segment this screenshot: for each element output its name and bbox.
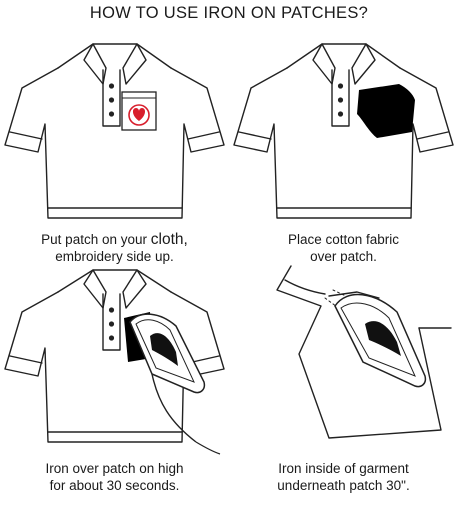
page-title: HOW TO USE IRON ON PATCHES? — [89, 4, 369, 22]
polo-shirt-icon — [4, 43, 225, 219]
step-1-panel: Put patch on your cloth, embroidery side… — [0, 28, 229, 273]
step-2-caption: Place cotton fabric over patch. — [287, 232, 400, 264]
heart-patch-icon — [121, 91, 157, 131]
step-1-caption: Put patch on your cloth, embroidery side… — [41, 231, 188, 264]
iron-icon — [334, 293, 427, 388]
step-3-caption: Iron over patch on high for about 30 sec… — [45, 461, 184, 493]
step-3-panel: Iron over patch on high for about 30 sec… — [0, 262, 229, 507]
inside-out-garment-illustration — [276, 265, 452, 439]
step-4-caption: Iron inside of garment underneath patch … — [277, 461, 410, 493]
polo-shirt-icon — [233, 43, 454, 219]
cotton-fabric-icon — [357, 84, 415, 138]
polo-shirt-icon — [4, 269, 225, 455]
step-2-panel: Place cotton fabric over patch. — [229, 28, 458, 273]
iron-icon — [129, 313, 221, 455]
step-4-panel: Iron inside of garment underneath patch … — [229, 262, 458, 507]
